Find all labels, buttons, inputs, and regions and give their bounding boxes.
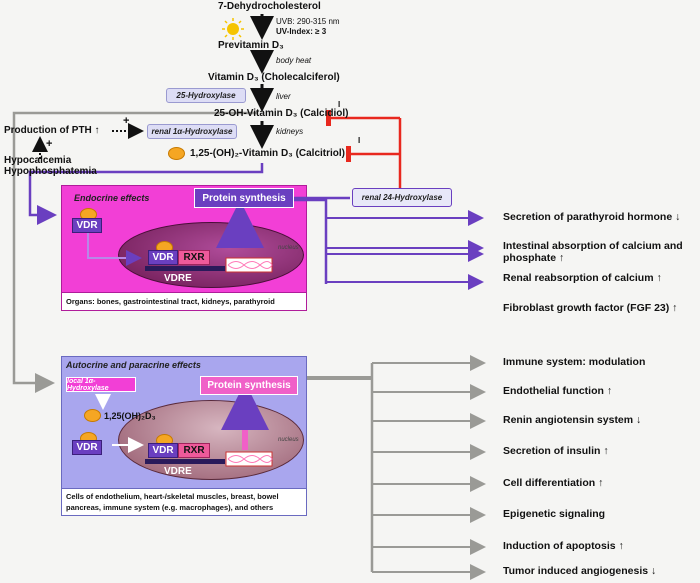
effect-intestinal-absorption-2: phosphate ↑ [503,252,565,264]
autocrine-rxr: RXR [178,443,210,458]
hypocalcemia-label: Hypocalcemia [4,155,72,166]
effect-apoptosis: Induction of apoptosis ↑ [503,540,624,552]
endocrine-dna-bar [145,266,225,271]
autocrine-nucleus-label: nucleus [278,437,299,443]
local-1a-hydroxylase-label: local 1α-Hydroxylase [67,377,109,392]
effect-intestinal-absorption: Intestinal absorption of calcium and [503,240,683,252]
body-heat-label: body heat [276,56,312,65]
autocrine-dna-bar [145,459,225,464]
dna-endocrine [225,257,273,273]
endocrine-organs-box [61,292,307,311]
autocrine-vdre-label: VDRE [164,466,192,477]
calcitriol-label: 1,25-(OH)₂-Vitamin D₃ (Calcitriol) [190,148,346,159]
purple-line-to-endocrine [28,163,264,225]
effect-tumor-angiogenesis: Tumor induced angiogenesis ↓ [503,565,657,577]
renal-24-hydroxylase-box: renal 24-Hydroxylase [352,188,452,207]
autocrine-cells-text-2: pancreas, immune system (e.g. macrophage… [66,503,274,512]
effect-pth-secretion: Secretion of parathyroid hormone ↓ [503,211,681,223]
hypocalcemia-plus-sign: + [46,138,53,150]
local-1a-hydroxylase-box: local 1α-Hydroxylase [66,377,136,392]
effect-fgf23: Fibroblast growth factor (FGF 23) ↑ [503,302,678,314]
endocrine-protein-label: Protein synthesis [202,192,286,204]
effect-insulin-secretion: Secretion of insulin ↑ [503,445,609,457]
autocrine-title: Autocrine and paracrine effects [66,360,201,370]
autocrine-protein-synthesis: Protein synthesis [200,376,298,395]
endocrine-vdr-bound: VDR [148,250,178,265]
effect-endothelial-function: Endothelial function ↑ [503,385,613,397]
purple-effects-trunk [294,198,328,284]
endocrine-vdr-free: VDR [72,218,102,233]
kidneys-label: kidneys [276,127,304,136]
effect-cell-differentiation: Cell differentiation ↑ [503,477,604,489]
autocrine-vdr-free: VDR [72,440,102,455]
previtamin-label: Previtamin D₃ [218,40,284,51]
sun-icon [222,18,244,40]
calcitriol-molecule-icon [168,147,185,160]
uv-index-label: UV-Index: ≥ 3 [276,27,327,36]
red-inhibition-mark-2: I [358,136,361,145]
dehydrocholesterol-label: 7-Dehydrocholesterol [218,1,321,12]
endocrine-vdre-label: VDRE [164,273,192,284]
autocrine-d3-label: 1,25(OH)₂D₃ [104,411,156,421]
pth-label: Production of PTH ↑ [4,125,100,136]
uvb-label: UVB: 290-315 nm [276,17,340,26]
effect-immune-modulation: Immune system: modulation [503,356,646,368]
endocrine-organs-text: Organs: bones, gastrointestinal tract, k… [66,297,275,306]
hydroxylase-25-box: 25-Hydroxylase [166,88,246,103]
effect-renal-reabsorption: Renal reabsorption of calcium ↑ [503,272,662,284]
liver-label: liver [276,92,291,101]
pth-plus-sign: + [123,115,130,127]
endocrine-title: Endocrine effects [74,193,150,203]
vitamin-d3-label: Vitamin D₃ (Cholecalciferol) [208,72,340,83]
endocrine-rxr: RXR [178,250,210,265]
endocrine-protein-synthesis: Protein synthesis [194,188,294,208]
autocrine-vitd-molecule-icon [84,409,101,422]
effect-epigenetic-signaling: Epigenetic signaling [503,508,606,520]
calcidiol-label: 25-OH-Vitamin D₃ (Calcidiol) [214,108,349,119]
effect-renin-angiotensin: Renin angiotensin system ↓ [503,414,642,426]
autocrine-cells-box [61,488,307,516]
gray-line-to-autocrine [12,111,258,393]
autocrine-nucleus [118,400,304,480]
autocrine-vdr-bound: VDR [148,443,178,458]
endocrine-nucleus-label: nucleus [278,245,299,251]
red-inhibition-mark-1: I [338,100,341,109]
autocrine-cells-text-1: Cells of endothelium, heart-/skeletal mu… [66,492,279,501]
autocrine-protein-label: Protein synthesis [207,380,291,391]
dna-autocrine [225,451,273,467]
renal-1a-hydroxylase-box: renal 1α-Hydroxylase [147,124,237,139]
hypophosphatemia-label: Hypophosphatemia [4,166,97,177]
